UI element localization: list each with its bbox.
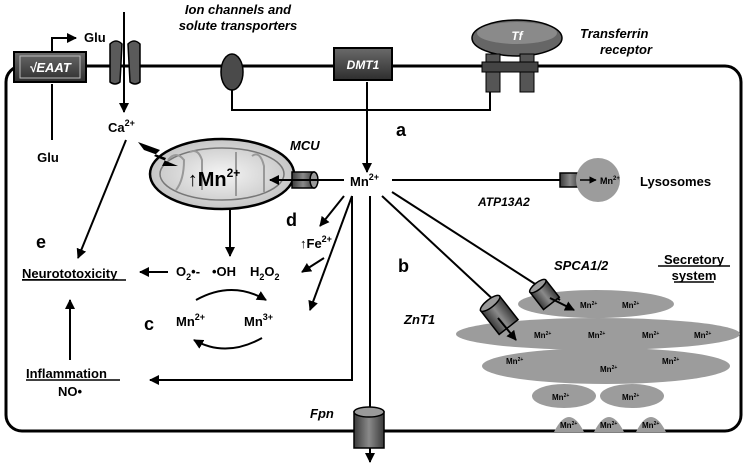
transferrin-receptor: Tf — [471, 19, 563, 93]
ion-channels-label-1: Ion channels and — [185, 2, 292, 17]
redox-arrow-top — [195, 289, 267, 301]
letter-b: b — [398, 256, 409, 276]
lysosomes-label: Lysosomes — [640, 174, 711, 189]
golgi-mn-7: Mn2+ — [506, 357, 523, 366]
golgi-mn-13: Mn2+ — [600, 421, 617, 430]
eaat-label: √EAAT — [29, 60, 72, 75]
calcium-channel — [109, 40, 141, 85]
letter-c: c — [144, 314, 154, 334]
inflammation-label: Inflammation — [26, 366, 107, 381]
golgi-mn-9: Mn2+ — [662, 357, 679, 366]
spca-transporter — [528, 278, 561, 311]
mn-to-ros-arrow — [308, 195, 353, 311]
golgi-mn-5: Mn2+ — [642, 331, 659, 340]
fe-label: ↑Fe2+ — [300, 234, 332, 251]
superoxide-label: O2•- — [176, 264, 200, 282]
dmt1-transporter: DMT1 — [333, 47, 393, 81]
golgi-mn-4: Mn2+ — [588, 331, 605, 340]
mn-center-label: Mn2+ — [350, 172, 379, 189]
lysosome — [576, 158, 620, 202]
spca-arrow — [549, 297, 575, 311]
znt1-transporter — [479, 294, 520, 336]
fpn-transporter — [353, 406, 385, 449]
znt1-arrow — [497, 317, 517, 341]
spca-label: SPCA1/2 — [554, 258, 609, 273]
golgi-mn-2: Mn2+ — [622, 301, 639, 310]
mn-to-fe-arrow — [319, 195, 345, 227]
atp13a2-label: ATP13A2 — [477, 195, 530, 209]
golgi-mn-1: Mn2+ — [580, 301, 597, 310]
golgi-mn-10: Mn2+ — [552, 393, 569, 402]
mcu-label: MCU — [290, 138, 320, 153]
golgi-mn-6: Mn2+ — [694, 331, 711, 340]
secretory-label-1: Secretory — [664, 252, 725, 267]
transferrin-label-1: Transferrin — [580, 26, 648, 41]
letter-e: e — [36, 232, 46, 252]
neurotoxicity-label: Neurototoxicity — [22, 266, 118, 281]
transferrin-label-2: receptor — [600, 42, 653, 57]
golgi-mn-3: Mn2+ — [534, 331, 551, 340]
golgi-mn-12: Mn2+ — [560, 421, 577, 430]
h2o2-label: H2O2 — [250, 264, 280, 282]
no-label: NO• — [58, 384, 83, 399]
golgi-mn-11: Mn2+ — [622, 393, 639, 402]
glu-left-label: Glu — [37, 150, 59, 165]
mn-to-znt1-line — [381, 195, 499, 305]
glu-export-arrow — [51, 33, 77, 52]
glu-top-label: Glu — [84, 30, 106, 45]
ion-channels-label-2: solute transporters — [179, 18, 297, 33]
mito-mn-label: ↑Mn2+ — [188, 166, 241, 191]
secretory-label-2: system — [672, 268, 717, 283]
mn2-label: Mn2+ — [176, 312, 205, 329]
lightning-icon — [138, 142, 178, 166]
dmt1-label: DMT1 — [347, 58, 380, 72]
fpn-label: Fpn — [310, 406, 334, 421]
mn-to-spca-line — [391, 191, 561, 301]
mitochondrion: ↑Mn2+ — [148, 137, 296, 211]
fe-to-ros-arrow — [301, 257, 325, 273]
mn-to-inflammation-arrow — [149, 196, 353, 385]
ca-to-neurotoxicity-arrow — [76, 139, 127, 259]
tf-label: Tf — [511, 29, 523, 43]
transporter-connector — [231, 90, 491, 111]
hydroxyl-label: •OH — [212, 264, 236, 279]
letter-a: a — [396, 120, 407, 140]
redox-arrow-bottom — [193, 337, 263, 350]
letter-d: d — [286, 210, 297, 230]
znt1-label: ZnT1 — [403, 312, 435, 327]
lysosome-mn-label: Mn2+ — [600, 176, 620, 186]
golgi-mn-8: Mn2+ — [600, 365, 617, 374]
ca-label: Ca2+ — [108, 118, 135, 135]
mn3-label: Mn3+ — [244, 312, 273, 329]
eaat-transporter: √EAAT — [13, 51, 87, 83]
golgi-mn-14: Mn2+ — [642, 421, 659, 430]
solute-transporter — [220, 53, 244, 91]
